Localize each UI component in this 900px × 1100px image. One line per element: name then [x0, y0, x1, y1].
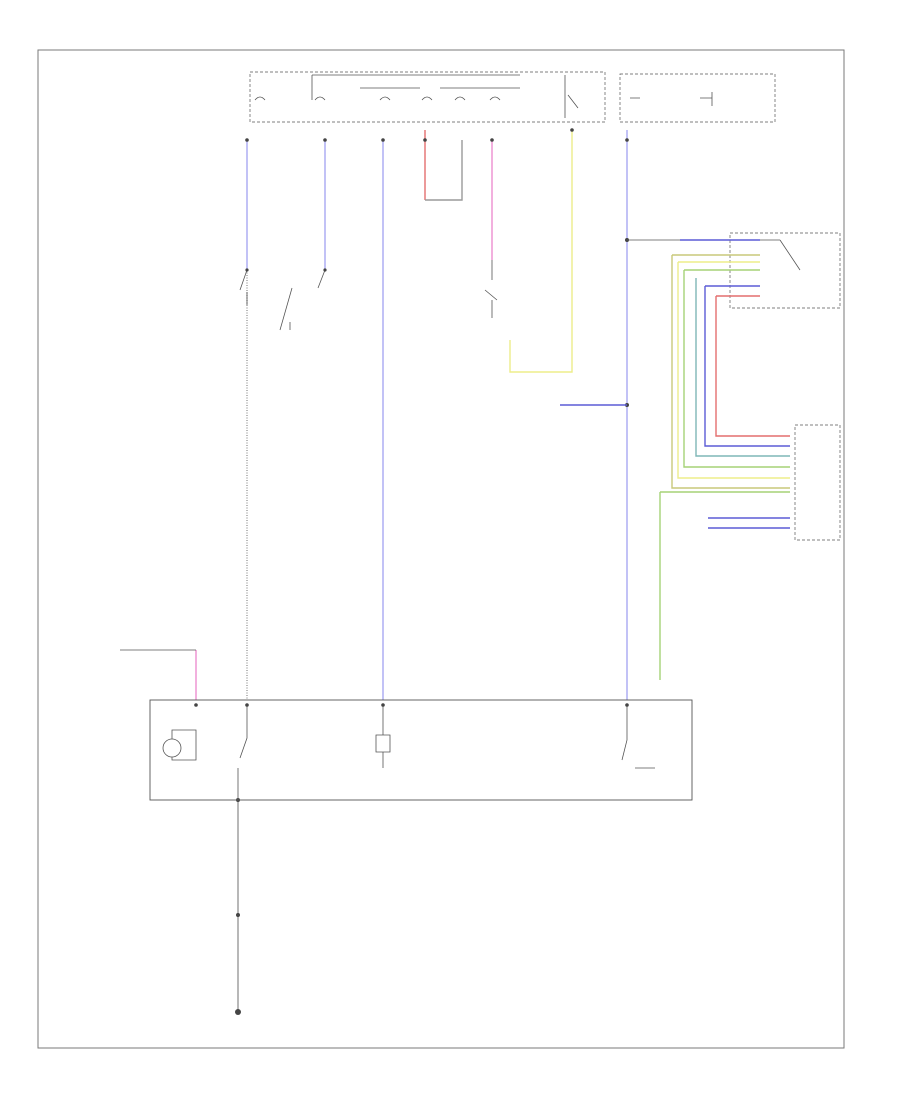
jumper-loop [425, 140, 463, 201]
switch-left-1 [239, 269, 248, 305]
fuse-symbols [254, 96, 501, 101]
relay-box-right [619, 73, 776, 123]
harness-colored-upper [672, 239, 760, 297]
wire-yellow [509, 130, 573, 373]
splice-ground-2 [236, 913, 240, 917]
switch-middle [484, 260, 498, 318]
harness-vertical [660, 255, 790, 529]
switch-contact-1 [245, 268, 249, 272]
module-internals [162, 703, 655, 800]
fuse-box-internal-bus [311, 74, 566, 118]
module-box [149, 699, 693, 801]
switch-contact-2 [323, 268, 327, 272]
connector-block-lower [794, 424, 841, 541]
connector-markers [245, 128, 629, 407]
diagram-frame [37, 49, 845, 1049]
fuse-box-outline [249, 71, 606, 123]
switch-left-2 [279, 269, 326, 331]
relay-symbol-top-right [567, 92, 713, 109]
ground-point [235, 1009, 241, 1015]
